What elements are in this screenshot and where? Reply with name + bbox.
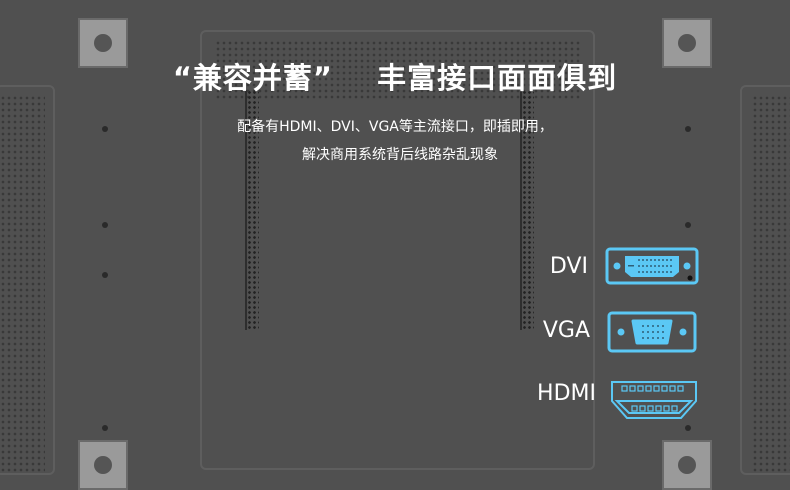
headline-rest: 丰富接口面面俱到 bbox=[377, 61, 618, 95]
dvi-port-icon bbox=[605, 247, 699, 285]
vga-port-icon bbox=[607, 311, 697, 353]
port-label-dvi: DVI bbox=[549, 254, 588, 279]
description-line-1: 配备有HDMI、DVI、VGA等主流接口，即插即用， bbox=[237, 119, 553, 135]
headline-quoted: “兼容并蓄” bbox=[172, 61, 333, 95]
port-label-hdmi: HDMI bbox=[537, 381, 596, 406]
description-line-2: 解决商用系统背后线路杂乱现象 bbox=[302, 147, 498, 163]
headline: “兼容并蓄” 丰富接口面面俱到 bbox=[0, 55, 790, 97]
monitor-back-panel-background bbox=[0, 18, 790, 490]
hdmi-port-icon bbox=[611, 381, 697, 419]
port-label-vga: VGA bbox=[542, 318, 590, 343]
